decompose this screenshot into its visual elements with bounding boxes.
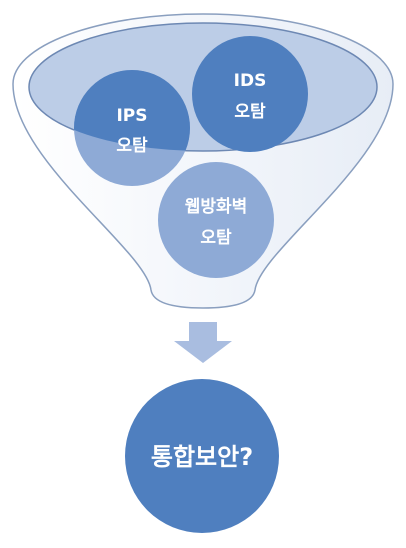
ips-label: IPS — [116, 106, 147, 126]
web-firewall-circle — [158, 162, 274, 278]
ips-circle-overlap — [74, 70, 190, 151]
web-firewall-label: 웹방화벽 — [185, 197, 248, 217]
ids-label: IDS — [234, 71, 267, 91]
ips-sublabel: 오탐 — [116, 136, 148, 156]
down-arrow-icon — [174, 322, 232, 363]
ids-circle — [192, 36, 308, 152]
result-circle — [125, 379, 279, 533]
ids-sublabel: 오탐 — [234, 102, 266, 122]
result-label: 통합보안? — [151, 443, 253, 471]
web-firewall-sublabel: 오탐 — [200, 228, 232, 248]
